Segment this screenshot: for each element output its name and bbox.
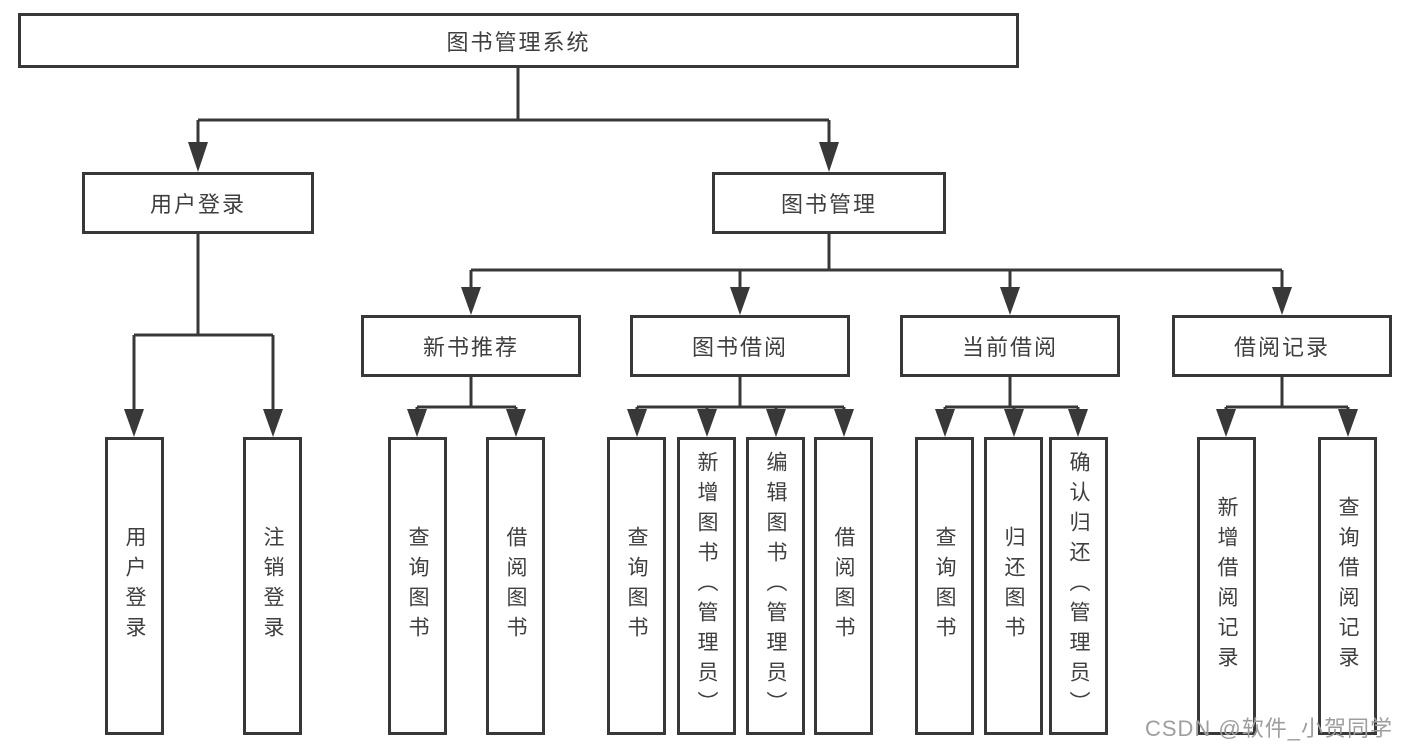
- leaf-query-books-borrow: 查询图书: [607, 437, 666, 735]
- leaf-edit-books-admin: 编辑图书（管理员）: [746, 437, 805, 735]
- node-root: 图书管理系统: [18, 13, 1019, 68]
- leaf-query-books-current: 查询图书: [915, 437, 974, 735]
- leaf-query-borrow-record: 查询借阅记录: [1318, 437, 1377, 735]
- node-current-borrow: 当前借阅: [900, 315, 1120, 377]
- node-borrow-records: 借阅记录: [1172, 315, 1392, 377]
- leaf-return-books: 归还图书: [984, 437, 1043, 735]
- csdn-watermark: CSDN @软件_小贺同学: [1144, 716, 1393, 741]
- arrowheads: [124, 142, 1358, 437]
- leaf-borrow-books-borrow: 借阅图书: [814, 437, 873, 735]
- leaf-logout: 注销登录: [243, 437, 302, 735]
- node-new-book-recommend: 新书推荐: [361, 315, 581, 377]
- node-book-management-module: 图书管理: [712, 172, 946, 234]
- leaf-add-books-admin: 新增图书（管理员）: [677, 437, 736, 735]
- leaf-query-books-recommend: 查询图书: [388, 437, 447, 735]
- leaf-borrow-books-recommend: 借阅图书: [486, 437, 545, 735]
- leaf-confirm-return-admin: 确认归还（管理员）: [1049, 437, 1108, 735]
- node-book-borrow: 图书借阅: [630, 315, 850, 377]
- node-user-login-module: 用户登录: [82, 172, 314, 234]
- leaf-add-borrow-record: 新增借阅记录: [1197, 437, 1256, 735]
- leaf-user-login: 用户登录: [105, 437, 164, 735]
